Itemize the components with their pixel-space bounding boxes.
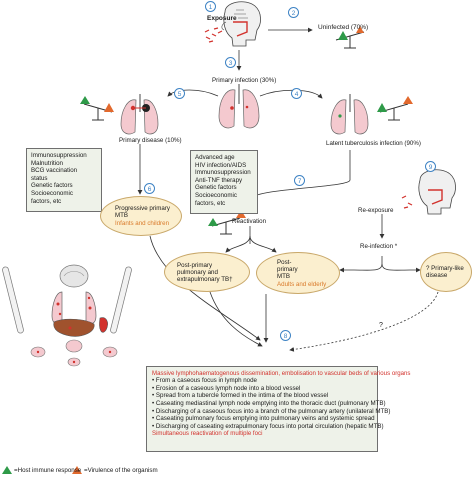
uncertain-path-label: ? [379, 322, 383, 329]
risk-factor-item: Anti-TNF therapy [195, 176, 243, 184]
risk-factor-item: Socioeconomic [195, 191, 237, 199]
body-organs-illustration [2, 264, 132, 367]
arrow-posttb-dissemination [209, 291, 263, 347]
risk-factor-item: HIV infection/AIDS [195, 161, 247, 169]
dissemination-item: • Caseating pulmonary focus emptying int… [152, 415, 375, 423]
head-reexposure-illustration [418, 169, 456, 215]
reinfection-label: Re-infection * [360, 243, 398, 250]
risk-factor-item: status [31, 174, 48, 182]
dissemination-title: Massive lymphohaematogenous disseminatio… [152, 370, 411, 377]
primarylike-line1: ? Primary-like [426, 265, 464, 272]
uninfected-label: Uninfected (70%) [318, 24, 369, 31]
postmtb-line3: MTB [277, 273, 291, 280]
step-2: 2 [288, 7, 299, 18]
bacteria-reexposure-icon [401, 195, 413, 209]
primary-like-oval: ? Primary-like disease [420, 252, 472, 292]
balance-latent-icon [377, 96, 413, 121]
risk-factor-item: Immunosuppression [195, 169, 251, 177]
step-5: 5 [174, 88, 185, 99]
risk-factor-item: Genetic factors [31, 182, 73, 190]
postmtb-sub: Adults and elderly [277, 281, 327, 288]
progressive-primary-oval: Progressive primary MTB Infants and chil… [100, 196, 182, 236]
postmtb-line1: Post- [277, 259, 292, 266]
risk-factor-item: factors, etc [31, 197, 62, 205]
posttb-line3: extrapulmonary TB† [177, 276, 233, 283]
latent-infection-label: Latent tuberculosis infection (90%) [326, 140, 421, 147]
legend-host-triangle [2, 466, 12, 474]
reactivation-label: Reactivation [232, 218, 267, 225]
balance-uninfected-icon [335, 26, 365, 49]
dissemination-box: Massive lymphohaematogenous disseminatio… [146, 366, 411, 452]
lungs-latent-infection-illustration [330, 94, 369, 135]
balance-reactivation-icon [208, 210, 246, 235]
exposure-label: Exposure [207, 15, 237, 22]
risk-factor-item: Genetic factors [195, 184, 237, 192]
step-3: 3 [225, 57, 236, 68]
arrow-reinfection-postmtb [339, 263, 383, 273]
balance-primary-disease-icon [80, 96, 114, 121]
post-primary-mtb-oval: Post- primary MTB Adults and elderly [256, 252, 340, 294]
dissemination-item: • From a caseous focus in lymph node [152, 377, 257, 385]
progressive-sub: Infants and children [115, 220, 170, 227]
step-1: 1 [205, 1, 216, 12]
risk-factor-item: Malnutrition [31, 159, 63, 167]
dissemination-item: • Spread from a tubercle formed in the i… [152, 392, 329, 400]
arrow-reinfection-primarylike [381, 263, 421, 273]
legend-virulence-triangle [72, 466, 82, 474]
arrow-primarylike-dissemination [289, 291, 439, 352]
lungs-primary-infection-illustration [218, 84, 260, 129]
risk-factor-item: BCG vaccination [31, 167, 78, 175]
primary-disease-label: Primary disease (10%) [119, 137, 182, 144]
risk-factor-item: Immunosuppression [31, 152, 87, 159]
lungs-primary-disease-illustration [120, 94, 159, 135]
step-9: 9 [425, 161, 436, 172]
posttb-line1: Post-primary [177, 262, 213, 269]
dissemination-item: • Caseating mediastinal lymph node empty… [152, 400, 386, 408]
progressive-line1: Progressive primary [115, 205, 171, 212]
dissemination-item: • Erosion of a caseous lymph node into a… [152, 384, 301, 392]
dissemination-item: • Discharging of a caseous focus into a … [152, 407, 391, 415]
progressive-line2: MTB [115, 212, 129, 219]
post-primary-tb-oval: Post-primary pulmonary and extrapulmonar… [164, 252, 250, 292]
bacteria-cluster-icon [204, 27, 223, 43]
arrow-progressive-dissemination [149, 235, 261, 341]
head-exposure-illustration [221, 1, 261, 47]
step-8: 8 [280, 330, 291, 341]
reexposure-label: Re-exposure [358, 207, 394, 214]
step-4: 4 [291, 88, 302, 99]
legend-host-label: =Host immune response [14, 467, 82, 474]
risk-factor-item: Advanced age [195, 154, 235, 161]
step-7: 7 [294, 175, 305, 186]
primarylike-line2: disease [426, 272, 448, 279]
primary-infection-label: Primary infection (30%) [212, 77, 277, 84]
risk-factors-primary-box: Immunosuppression Malnutrition BCG vacci… [26, 148, 102, 212]
postmtb-line2: primary [277, 266, 298, 273]
dissemination-item: • Discharging of caseating extrapulmonar… [152, 422, 384, 430]
arrow-primary-disease [167, 89, 219, 97]
risk-factors-reactivation-box: Advanced age HIV infection/AIDS Immunosu… [190, 150, 258, 214]
arrow-reactivation-posttb [225, 235, 251, 253]
risk-factor-item: factors, etc [195, 199, 226, 207]
arrow-reactivation-postmtb [249, 235, 277, 253]
posttb-line2: pulmonary and [177, 269, 218, 276]
dissemination-footer: Simultaneous reactivation of multiple fo… [152, 430, 263, 438]
step-6: 6 [144, 183, 155, 194]
risk-factor-item: Socioeconomic [31, 189, 73, 197]
legend-virulence-label: =Virulence of the organism [84, 467, 158, 474]
